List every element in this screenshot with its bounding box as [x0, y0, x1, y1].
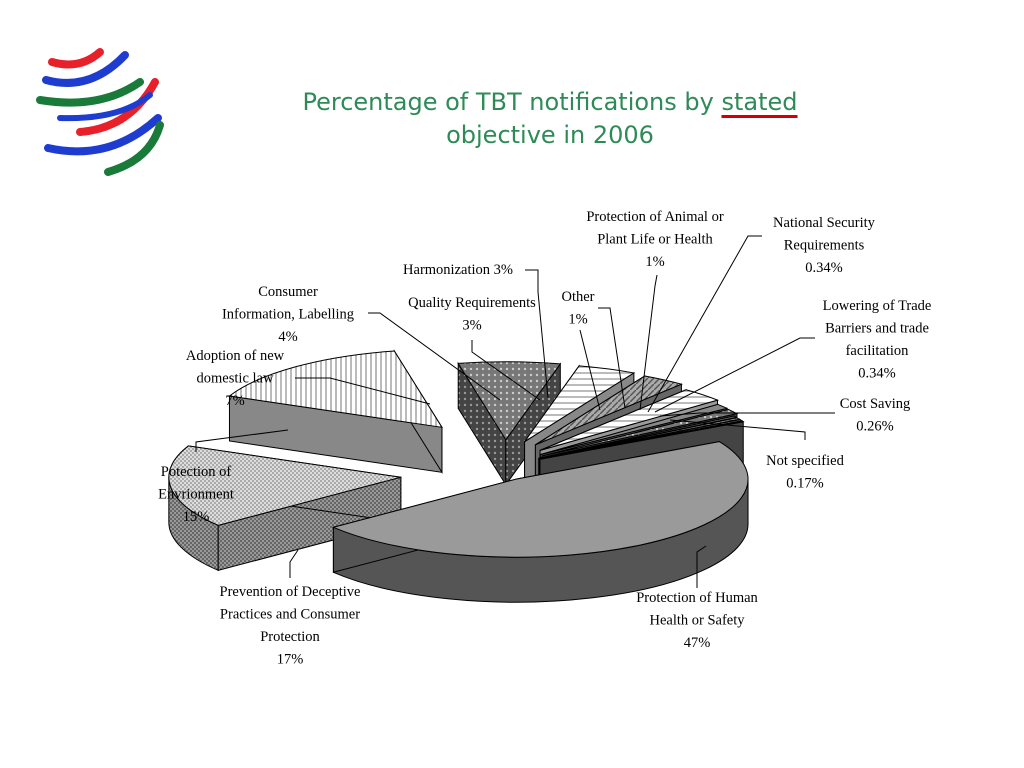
slice-label-notspec: Not specified 0.17% — [766, 453, 844, 492]
slice-label-line: 4% — [278, 329, 297, 345]
slice-label-line: Prevention of Deceptive — [220, 584, 361, 600]
title-highlight: stated — [721, 88, 798, 116]
slice-label-line: Harmonization 3% — [403, 262, 513, 278]
slice-label-line: Requirements — [784, 238, 865, 254]
slice-label-line: Other — [561, 289, 594, 305]
slice-label-line: Protection of Animal or — [586, 209, 723, 225]
leader-line — [647, 235, 762, 413]
leader-line — [195, 429, 289, 452]
pie-slice-top — [539, 389, 720, 451]
pie-slice-top — [540, 403, 729, 456]
title-line2: objective in 2006 — [446, 121, 654, 149]
slice-label-line: Plant Life or Health — [597, 232, 713, 248]
pie-slice-top — [535, 375, 683, 446]
slice-label-line: 1% — [645, 254, 664, 270]
slice-label-line: 1% — [568, 312, 587, 328]
leader-line — [295, 377, 431, 405]
slice-label-cost: Cost Saving 0.26% — [840, 396, 911, 435]
leader-line — [525, 269, 549, 399]
slice-label-line: Information, Labelling — [222, 307, 354, 323]
leader-line — [289, 549, 299, 578]
slice-label-other: Other 1% — [561, 289, 594, 328]
slice-label-line: 0.17% — [786, 476, 823, 492]
slice-label-line: 0.34% — [858, 366, 895, 382]
slice-label-line: Quality Requirements — [408, 295, 536, 311]
slice-label-line: Protection — [260, 629, 320, 645]
leader-line — [669, 419, 806, 440]
leader-line — [696, 545, 707, 588]
pie-slice-top — [331, 441, 749, 558]
pie-slice — [457, 361, 562, 487]
slice-label-env: Potection of Envrionment 15% — [158, 464, 234, 525]
slice-label-line: domestic law — [197, 371, 274, 387]
slice-label-line: 15% — [183, 509, 210, 525]
slice-label-line: Adoption of new — [186, 348, 285, 364]
wto-logo-icon — [36, 48, 164, 176]
title-line1: Percentage of TBT notifications by — [302, 88, 714, 116]
leader-line — [639, 274, 658, 411]
pie-slice-top — [228, 350, 443, 428]
slice-label-line: Barriers and trade — [825, 321, 929, 337]
pie-slice — [168, 445, 402, 572]
leader-line — [579, 329, 601, 411]
slice-label-line: Envrionment — [158, 487, 234, 503]
leader-line — [598, 307, 626, 409]
pie-slice-top — [457, 361, 562, 441]
slice-label-line: 0.34% — [805, 260, 842, 276]
slice-label-line: 7% — [225, 393, 244, 409]
slice-label-line: 0.26% — [856, 419, 893, 435]
slice-label-line: Consumer — [258, 284, 318, 300]
slice-label-adoption: Adoption of new domestic law 7% — [186, 348, 285, 409]
leader-line — [659, 412, 835, 417]
slice-label-line: Not specified — [766, 453, 844, 469]
page-title: Percentage of TBT notifications by state… — [250, 86, 850, 152]
slice-label-line: 47% — [684, 635, 711, 651]
slice-label-line: Health or Safety — [649, 613, 745, 629]
leader-line — [654, 337, 815, 413]
slice-label-line: Potection of — [161, 464, 232, 480]
slice-label-line: Practices and Consumer — [220, 607, 360, 623]
pie-slice — [228, 349, 443, 475]
slice-label-line: Protection of Human — [636, 590, 758, 606]
slice-label-line: National Security — [773, 215, 876, 231]
slice-label-line: facilitation — [846, 343, 910, 359]
slice-label-line: 3% — [462, 318, 481, 334]
slice-label-line: Lowering of Trade — [823, 298, 932, 314]
slice-label-animal: Protection of Animal or Plant Life or Hea… — [586, 209, 723, 270]
leader-line — [368, 312, 501, 401]
slice-label-harmonization: Harmonization 3% — [403, 262, 513, 278]
pie-slice-top — [539, 420, 745, 460]
leader-line — [471, 340, 541, 401]
slice-label-line: 17% — [277, 652, 304, 668]
pie-slice — [331, 441, 749, 603]
pie-slice-top — [168, 445, 401, 526]
pie-slice-top — [524, 365, 636, 443]
slice-label-quality: Quality Requirements 3% — [408, 295, 536, 334]
slice-label-line: Cost Saving — [840, 396, 911, 412]
